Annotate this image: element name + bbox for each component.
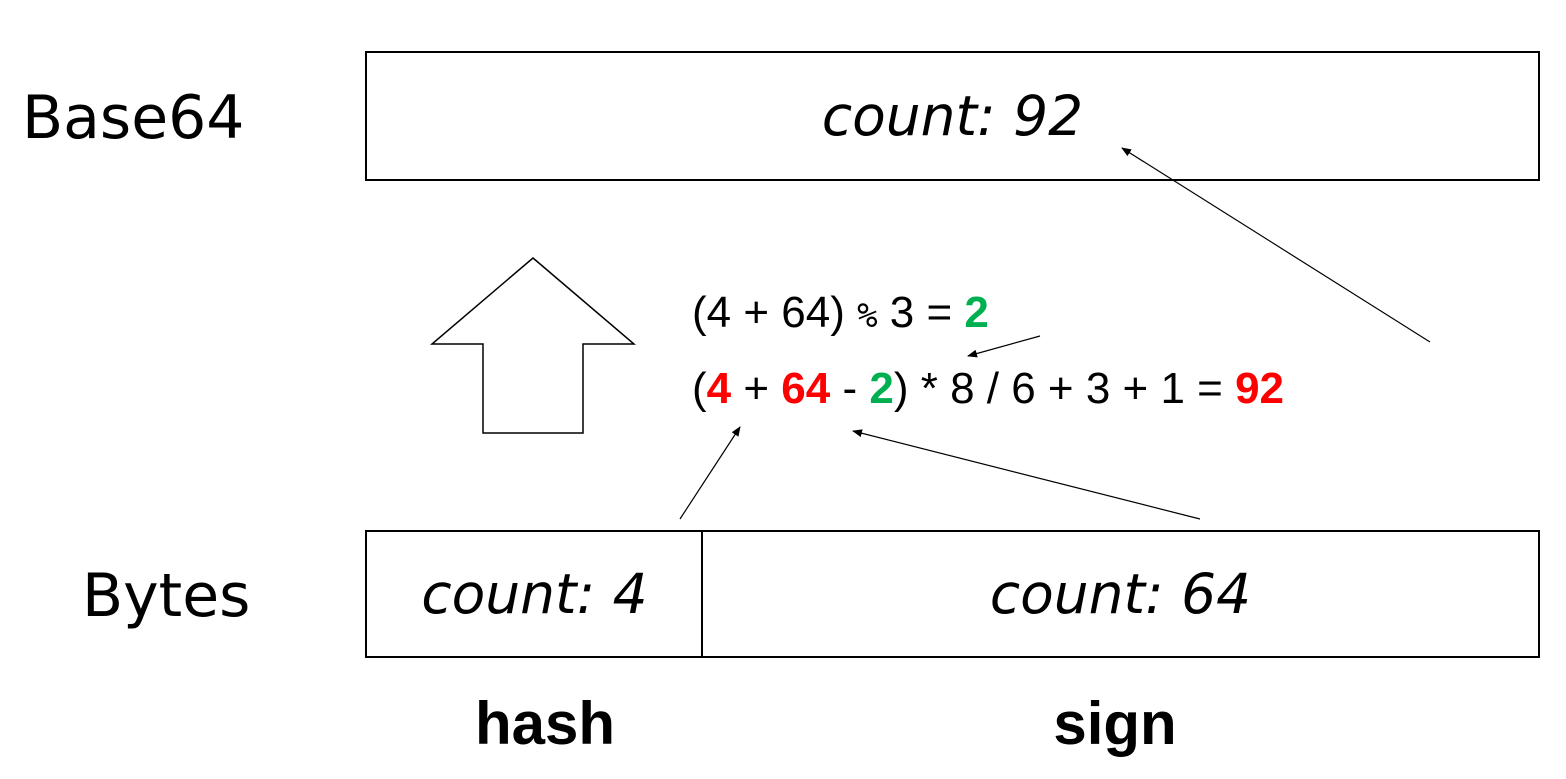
- sign-count-cell: count: 64: [989, 562, 1252, 626]
- formula2-plus: +: [731, 364, 782, 413]
- bytes-cell-divider: [701, 532, 703, 656]
- sign-segment-label: sign: [1053, 690, 1177, 757]
- formula2-padding-value: 2: [869, 364, 894, 413]
- base64-count-text: count: 92: [821, 84, 1084, 148]
- formula2-rest: 8 / 6 + 3 + 1 =: [950, 364, 1236, 413]
- formula2-open: (: [692, 364, 707, 413]
- formula-line-2: (4 + 64 - 2) * 8 / 6 + 3 + 1 = 92: [692, 367, 1284, 411]
- arrow-result-to-base64-count: [1121, 147, 1431, 343]
- arrow-sign-to-formula: [852, 429, 1201, 520]
- hash-segment-label: hash: [474, 690, 616, 757]
- up-arrow-icon: [429, 257, 637, 434]
- base64-box: count: 92: [365, 51, 1540, 181]
- bytes-row-label: Bytes: [82, 561, 251, 631]
- hash-count-cell: count: 4: [421, 562, 648, 626]
- formula2-minus: -: [830, 364, 870, 413]
- base64-row-label: Base64: [22, 83, 245, 153]
- bytes-box: count: 4 count: 64: [365, 530, 1540, 658]
- formula1-open: (4 + 64): [692, 288, 858, 337]
- formula2-result: 92: [1235, 364, 1285, 413]
- arrow-mod-result-to-padding: [967, 335, 1041, 358]
- formula-line-1: (4 + 64) % 3 = 2: [692, 291, 989, 335]
- arrow-hash-to-formula: [679, 426, 741, 520]
- formula2-sign-value: 64: [781, 364, 831, 413]
- formula2-hash-value: 4: [706, 364, 732, 413]
- formula1-result: 2: [964, 288, 989, 337]
- formula1-rest: 3 =: [877, 288, 965, 337]
- formula1-mod-operator: %: [857, 296, 878, 336]
- formula2-times: *: [908, 364, 951, 413]
- formula2-close: ): [893, 364, 909, 413]
